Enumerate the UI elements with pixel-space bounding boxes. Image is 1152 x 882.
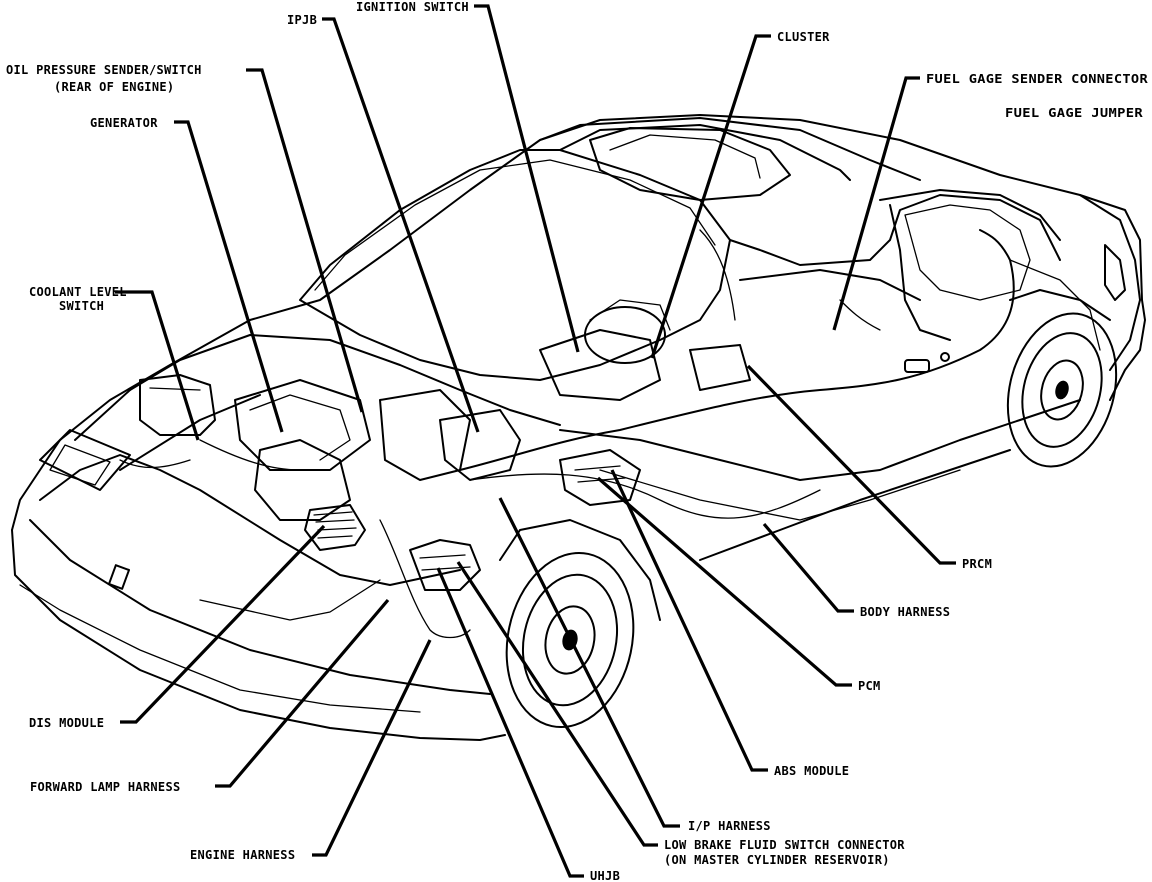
leader-forward-lamp — [215, 598, 390, 788]
label-ip-harness: I/P HARNESS — [688, 819, 771, 833]
leader-dis-module — [120, 524, 326, 724]
leader-low-brake — [456, 561, 658, 847]
label-coolant-line1: COOLANT LEVEL — [29, 285, 127, 299]
label-prcm: PRCM — [962, 557, 992, 571]
leader-uhjb — [436, 567, 584, 878]
leader-engine-harness — [312, 639, 432, 857]
leader-ip-harness — [498, 497, 680, 828]
leader-generator — [174, 120, 284, 433]
label-low-brake-line1: LOW BRAKE FLUID SWITCH CONNECTOR — [664, 838, 905, 852]
label-body-harness: BODY HARNESS — [860, 605, 950, 619]
label-oil-pressure-line2: (REAR OF ENGINE) — [54, 80, 174, 94]
label-engine-harness: ENGINE HARNESS — [190, 848, 295, 862]
leader-cluster — [650, 34, 771, 359]
label-abs-module: ABS MODULE — [774, 764, 849, 778]
label-fuel-gage-sender: FUEL GAGE SENDER CONNECTOR — [926, 72, 1149, 86]
label-dis-module: DIS MODULE — [29, 716, 104, 730]
leader-lines — [115, 4, 956, 878]
callout-labels: IGNITION SWITCH IPJB CLUSTER OIL PRESSUR… — [6, 0, 1149, 882]
label-ipjb: IPJB — [287, 13, 317, 27]
label-coolant-line2: SWITCH — [59, 299, 104, 313]
leader-body-harness — [762, 522, 854, 613]
label-pcm: PCM — [858, 679, 881, 693]
leader-coolant — [115, 290, 200, 441]
label-low-brake-line2: (ON MASTER CYLINDER RESERVOIR) — [664, 853, 890, 867]
leader-ignition-switch — [474, 4, 580, 353]
leader-fuel-gage-sender — [832, 76, 920, 331]
leader-ipjb — [322, 17, 480, 433]
leader-abs-module — [610, 469, 768, 772]
label-ignition-switch: IGNITION SWITCH — [356, 0, 469, 14]
label-generator: GENERATOR — [90, 116, 158, 130]
leader-oil-pressure — [246, 68, 364, 413]
label-oil-pressure-line1: OIL PRESSURE SENDER/SWITCH — [6, 63, 202, 77]
label-cluster: CLUSTER — [777, 30, 830, 44]
label-uhjb: UHJB — [590, 869, 620, 882]
leader-prcm — [746, 364, 956, 565]
car-illustration — [11, 114, 1146, 741]
label-fuel-gage-jumper: FUEL GAGE JUMPER — [1005, 106, 1144, 120]
leader-pcm — [596, 476, 852, 687]
label-forward-lamp-harness: FORWARD LAMP HARNESS — [30, 780, 181, 794]
